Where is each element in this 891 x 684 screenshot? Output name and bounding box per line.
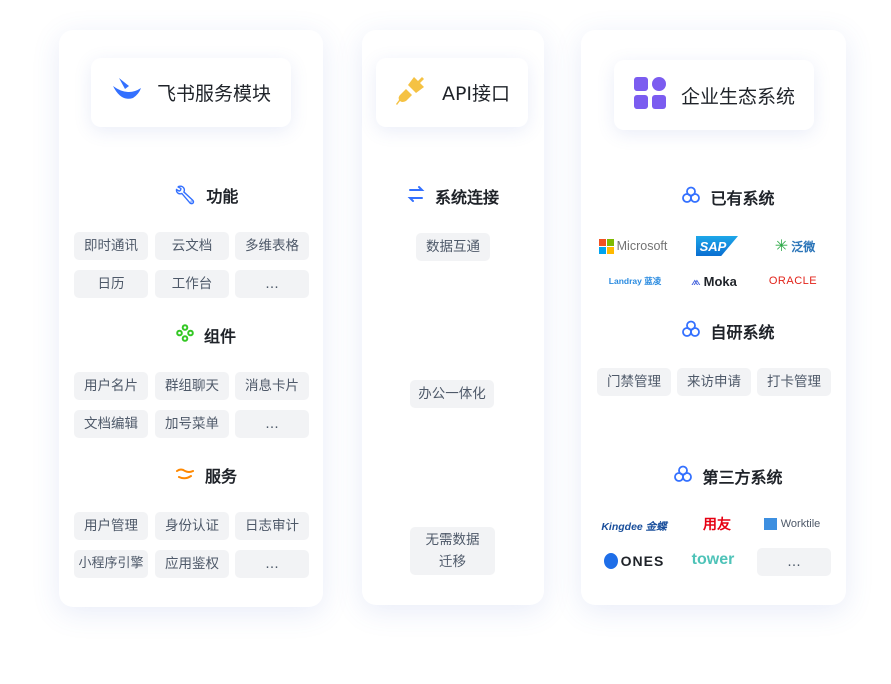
chip: 来访申请 <box>677 368 751 396</box>
chip: 办公一体化 <box>410 380 494 408</box>
api-header: API接口 <box>376 58 528 127</box>
connect-icon <box>407 185 425 207</box>
chip: 日历 <box>74 270 148 298</box>
header-title: 飞书服务模块 <box>156 83 271 105</box>
yonyou-logo: 用友 <box>703 516 731 532</box>
chip: 文档编辑 <box>74 410 148 438</box>
components-icon <box>176 324 194 346</box>
wrench-icon: 🔧︎ <box>173 184 197 206</box>
ecosystem-header: 企业生态系统 <box>614 60 814 130</box>
cluster-icon <box>682 320 701 342</box>
section-title-services: 服务 <box>59 463 353 487</box>
chip: 云文档 <box>155 232 229 260</box>
section-title-features: 🔧︎功能 <box>173 184 239 207</box>
oracle-logo: ORACLE <box>768 275 818 287</box>
chip: 数据互通 <box>416 233 490 261</box>
section-title-existing: 已有系统 <box>581 185 876 209</box>
feishu-modules-header: 飞书服务模块 <box>91 58 291 127</box>
feishu-logo-icon <box>111 76 143 109</box>
chip: 应用鉴权 <box>155 550 229 578</box>
chip: 无需数据迁移 <box>410 527 495 575</box>
section-title-third-party: 第三方系统 <box>581 464 876 488</box>
section-title-components: 组件 <box>59 323 353 347</box>
chip-more: … <box>235 550 309 578</box>
chip: 多维表格 <box>235 232 309 260</box>
ones-logo: ONES <box>597 551 671 571</box>
chip: 身份认证 <box>155 512 229 540</box>
landray-logo: Landray 蓝凌 <box>608 276 662 286</box>
chip: 用户管理 <box>74 512 148 540</box>
cluster-icon <box>682 186 701 208</box>
chip: 群组聊天 <box>155 372 229 400</box>
section-title-in-house: 自研系统 <box>581 319 876 343</box>
chip: 打卡管理 <box>757 368 831 396</box>
microsoft-logo: Microsoft <box>597 236 669 256</box>
header-title: API接口 <box>441 83 511 105</box>
chip: 日志审计 <box>235 512 309 540</box>
chip-more: … <box>235 410 309 438</box>
chip: 用户名片 <box>74 372 148 400</box>
apps-grid-icon <box>633 76 667 115</box>
kingdee-logo: Kingdee 金蝶 <box>601 520 667 533</box>
plug-icon <box>394 73 428 112</box>
chip-more: … <box>757 548 831 576</box>
weaver-logo: ✳泛微 <box>774 238 816 255</box>
worktile-logo: Worktile <box>760 516 824 532</box>
chip-more: … <box>235 270 309 298</box>
chip: 门禁管理 <box>597 368 671 396</box>
chip: 加号菜单 <box>155 410 229 438</box>
moka-logo: ⩕Moka <box>691 273 737 289</box>
header-title: 企业生态系统 <box>680 85 795 108</box>
chip: 消息卡片 <box>235 372 309 400</box>
handshake-icon <box>175 466 195 485</box>
section-title-system-connect: 系统连接 <box>362 184 544 208</box>
chip: 小程序引擎 <box>74 550 148 578</box>
cluster-icon <box>674 465 693 487</box>
chip: 即时通讯 <box>74 232 148 260</box>
tower-logo: tower <box>691 551 735 568</box>
chip: 工作台 <box>155 270 229 298</box>
